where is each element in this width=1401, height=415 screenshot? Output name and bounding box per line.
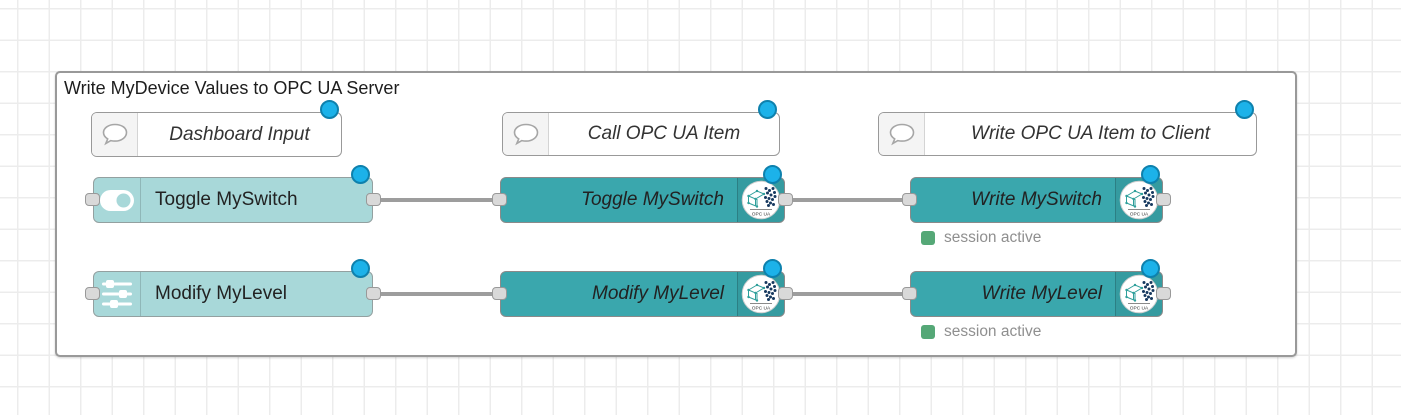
wire-call-to-write-level[interactable] (785, 292, 910, 296)
input-port[interactable] (492, 193, 507, 206)
modified-dot-indicator (763, 165, 782, 184)
sliders-icon (102, 280, 132, 308)
wire-toggle-to-call[interactable] (373, 198, 500, 202)
output-port[interactable] (1156, 193, 1171, 206)
output-port[interactable] (366, 287, 381, 300)
comment-node-call-opcua-item[interactable]: Call OPC UA Item (502, 100, 780, 156)
status-square-icon (921, 231, 935, 245)
opcua-icon: OPC UA (1119, 180, 1159, 220)
input-port[interactable] (492, 287, 507, 300)
input-port[interactable] (85, 287, 100, 300)
opcua-badge-text: OPC UA (752, 212, 771, 218)
input-port[interactable] (902, 287, 917, 300)
node-call-modify-mylevel[interactable]: Modify MyLevel OPC UA (492, 259, 793, 317)
output-port[interactable] (778, 193, 793, 206)
comment-icon-region (503, 113, 549, 155)
modified-dot-indicator (1141, 259, 1160, 278)
modified-dot-indicator (758, 100, 777, 119)
toggle-icon-region (94, 178, 141, 222)
comment-label: Dashboard Input (169, 123, 310, 145)
comment-node-write-opcua-item[interactable]: Write OPC UA Item to Client (878, 100, 1257, 156)
node-label: Write MySwitch (971, 189, 1102, 210)
opcua-badge-text: OPC UA (752, 306, 771, 312)
node-label: Toggle MySwitch (581, 189, 724, 210)
comment-icon-region (879, 113, 925, 155)
opcua-badge-text: OPC UA (1130, 306, 1149, 312)
opcua-icon: OPC UA (741, 180, 781, 220)
opcua-icon: OPC UA (1119, 274, 1159, 314)
modified-dot-indicator (351, 259, 370, 278)
node-status-write-mylevel: session active (921, 323, 1041, 341)
opcua-icon: OPC UA (741, 274, 781, 314)
node-write-myswitch[interactable]: Write MySwitch OPC UA (902, 165, 1171, 223)
modified-dot-indicator (1141, 165, 1160, 184)
modified-dot-indicator (351, 165, 370, 184)
toggle-switch-icon (100, 189, 134, 211)
group-title: Write MyDevice Values to OPC UA Server (64, 78, 400, 98)
node-label: Toggle MySwitch (155, 189, 298, 210)
modified-dot-indicator (763, 259, 782, 278)
speech-bubble-icon (102, 123, 127, 146)
node-label: Modify MyLevel (592, 283, 724, 304)
opcua-icon-region: OPC UA (737, 178, 784, 222)
output-port[interactable] (778, 287, 793, 300)
opcua-badge-text: OPC UA (1130, 212, 1149, 218)
wire-call-to-write-switch[interactable] (785, 198, 910, 202)
wire-modify-to-call[interactable] (373, 292, 500, 296)
status-label: session active (944, 323, 1042, 340)
status-square-icon (921, 325, 935, 339)
speech-bubble-icon (889, 123, 914, 145)
node-modify-mylevel[interactable]: Modify MyLevel (85, 259, 381, 317)
node-write-mylevel[interactable]: Write MyLevel OPC UA (902, 259, 1171, 317)
input-port[interactable] (902, 193, 917, 206)
opcua-icon-region: OPC UA (737, 272, 784, 316)
modified-dot-indicator (320, 100, 339, 119)
node-status-write-myswitch: session active (921, 229, 1041, 247)
output-port[interactable] (366, 193, 381, 206)
comment-node-dashboard-input[interactable]: Dashboard Input (91, 100, 342, 157)
comment-label: Write OPC UA Item to Client (971, 123, 1210, 144)
opcua-icon-region: OPC UA (1115, 178, 1162, 222)
node-call-toggle-myswitch[interactable]: Toggle MySwitch OPC UA (492, 165, 793, 223)
node-toggle-myswitch[interactable]: Toggle MySwitch (85, 165, 381, 223)
node-label: Modify MyLevel (155, 283, 287, 304)
node-label: Write MyLevel (981, 283, 1102, 304)
sliders-icon-region (94, 272, 141, 316)
speech-bubble-icon (513, 123, 538, 145)
input-port[interactable] (85, 193, 100, 206)
comment-icon-region (92, 113, 138, 156)
status-label: session active (944, 229, 1042, 246)
opcua-icon-region: OPC UA (1115, 272, 1162, 316)
modified-dot-indicator (1235, 100, 1254, 119)
output-port[interactable] (1156, 287, 1171, 300)
comment-label: Call OPC UA Item (587, 123, 741, 144)
